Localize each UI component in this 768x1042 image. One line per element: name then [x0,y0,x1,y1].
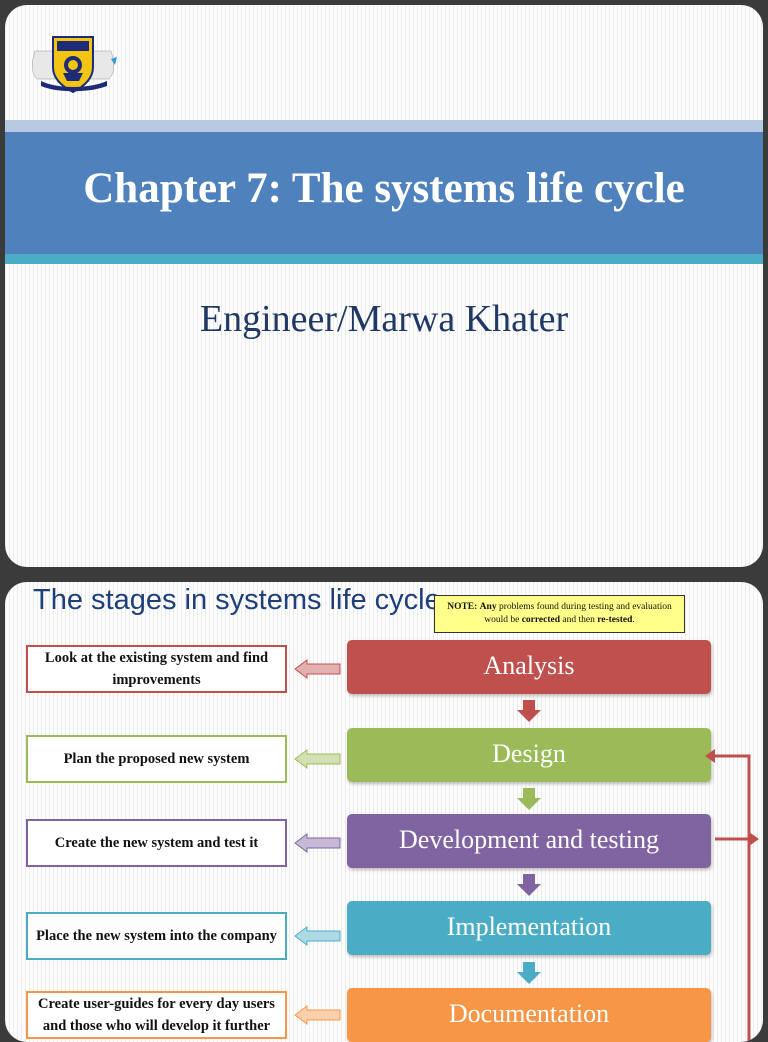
note-text-3: . [632,615,635,625]
note-text-1: problems found during testing and evalua… [484,602,672,625]
stage-description: Look at the existing system and find imp… [26,645,287,693]
stage-description: Create user-guides for every day users a… [26,991,287,1039]
slide-title: Chapter 7: The systems life cycle [83,165,685,212]
stages-slide-title: The stages in systems life cycle [33,584,441,616]
stage-implementation: Implementation [347,901,711,955]
stage-documentation: Documentation [347,988,711,1042]
stages-slide: The stages in systems life cycle NOTE: A… [5,582,763,1042]
left-arrow-icon [294,749,341,769]
stage-analysis: Analysis [347,640,711,694]
note-retested: re-tested [597,615,633,625]
title-bottom-bar [5,254,763,264]
left-arrow-icon [294,926,341,946]
note-text-2: and then [560,615,598,625]
stage-design: Design [347,728,711,782]
school-crest-logo [32,36,117,94]
down-arrow-icon [517,874,541,896]
title-top-bar [5,120,763,132]
note-box: NOTE: Any problems found during testing … [434,595,685,633]
down-arrow-icon [517,962,541,984]
note-corrected: corrected [521,615,561,625]
title-slide: Chapter 7: The systems life cycle Engine… [5,5,763,567]
down-arrow-icon [517,700,541,722]
down-arrow-icon [517,788,541,810]
note-any: Any [479,602,497,612]
note-label: NOTE: [447,602,478,612]
left-arrow-icon [294,833,341,853]
retest-loop-arrow [705,749,759,1042]
left-arrow-icon [294,1005,341,1025]
left-arrow-icon [294,659,341,679]
slide-subtitle: Engineer/Marwa Khater [199,298,569,340]
stage-description: Plan the proposed new system [26,735,287,783]
stage-development-and-testing: Development and testing [347,814,711,868]
stage-description: Place the new system into the company [26,912,287,960]
stage-description: Create the new system and test it [26,819,287,867]
title-band: Chapter 7: The systems life cycle [5,132,763,254]
